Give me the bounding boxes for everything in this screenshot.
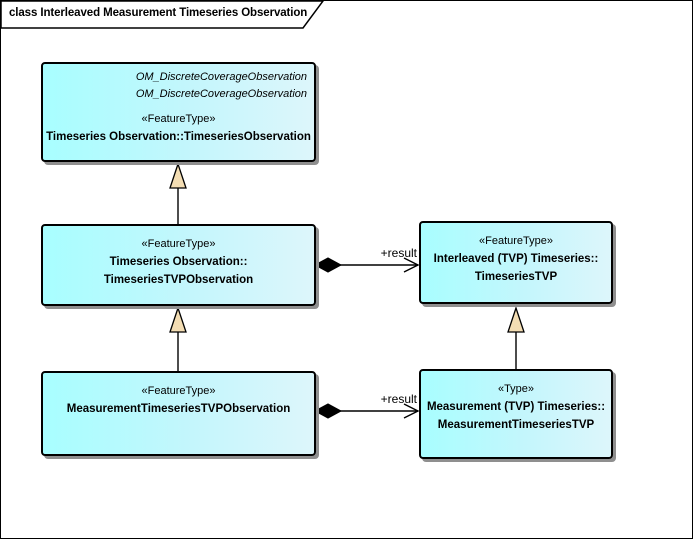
composition-result-bottom[interactable]: +result [313,392,420,419]
class-box-timeseries-observation[interactable]: OM_DiscreteCoverageObservation OM_Discre… [41,62,316,162]
generalization-arrowhead [169,305,187,333]
class-name: Interleaved (TVP) Timeseries:: [433,253,599,265]
stereotype-label: «FeatureType» [141,238,216,250]
class-box-measurement-timeseries-tvp[interactable]: «Type» Measurement (TVP) Timeseries:: Me… [419,369,613,459]
generalization-meastvpobs-to-tvpobs[interactable] [169,305,187,371]
stereotype-label: «FeatureType» [479,235,553,247]
generalization-arrowhead [507,305,525,333]
stereotype-label: «Type» [497,383,535,395]
navigability-arrow [403,257,420,273]
composition-result-top[interactable]: +result [313,246,420,273]
inherited-class-label: OM_DiscreteCoverageObservation [135,88,307,100]
class-box-measurement-timeseries-tvp-observation[interactable]: «FeatureType» MeasurementTimeseriesTVPOb… [41,371,316,456]
composition-diamond [313,403,343,419]
result-role-label: +result [381,246,418,260]
class-name: TimeseriesTVP [474,271,558,283]
stereotype-label: «FeatureType» [141,113,216,125]
class-box-timeseries-tvp[interactable]: «FeatureType» Interleaved (TVP) Timeseri… [419,221,613,304]
class-name: Timeseries Observation::TimeseriesObserv… [46,131,311,143]
class-name: Measurement (TVP) Timeseries:: [426,401,606,413]
diagram-title: class Interleaved Measurement Timeseries… [9,7,308,19]
class-name: TimeseriesTVPObservation [103,274,254,286]
generalization-meastvp-to-tvp[interactable] [507,305,525,369]
stereotype-label: «FeatureType» [141,385,216,397]
inherited-class-label: OM_DiscreteCoverageObservation [135,71,307,83]
class-name: MeasurementTimeseriesTVPObservation [66,403,291,415]
class-box-timeseries-tvp-observation[interactable]: «FeatureType» Timeseries Observation:: T… [41,224,316,306]
generalization-arrowhead [169,161,187,189]
result-role-label: +result [381,392,418,406]
class-name: Timeseries Observation:: [109,256,248,268]
composition-diamond [313,257,343,273]
navigability-arrow [403,403,420,419]
class-name: MeasurementTimeseriesTVP [437,419,595,431]
generalization-tvpobs-to-obs[interactable] [169,161,187,224]
